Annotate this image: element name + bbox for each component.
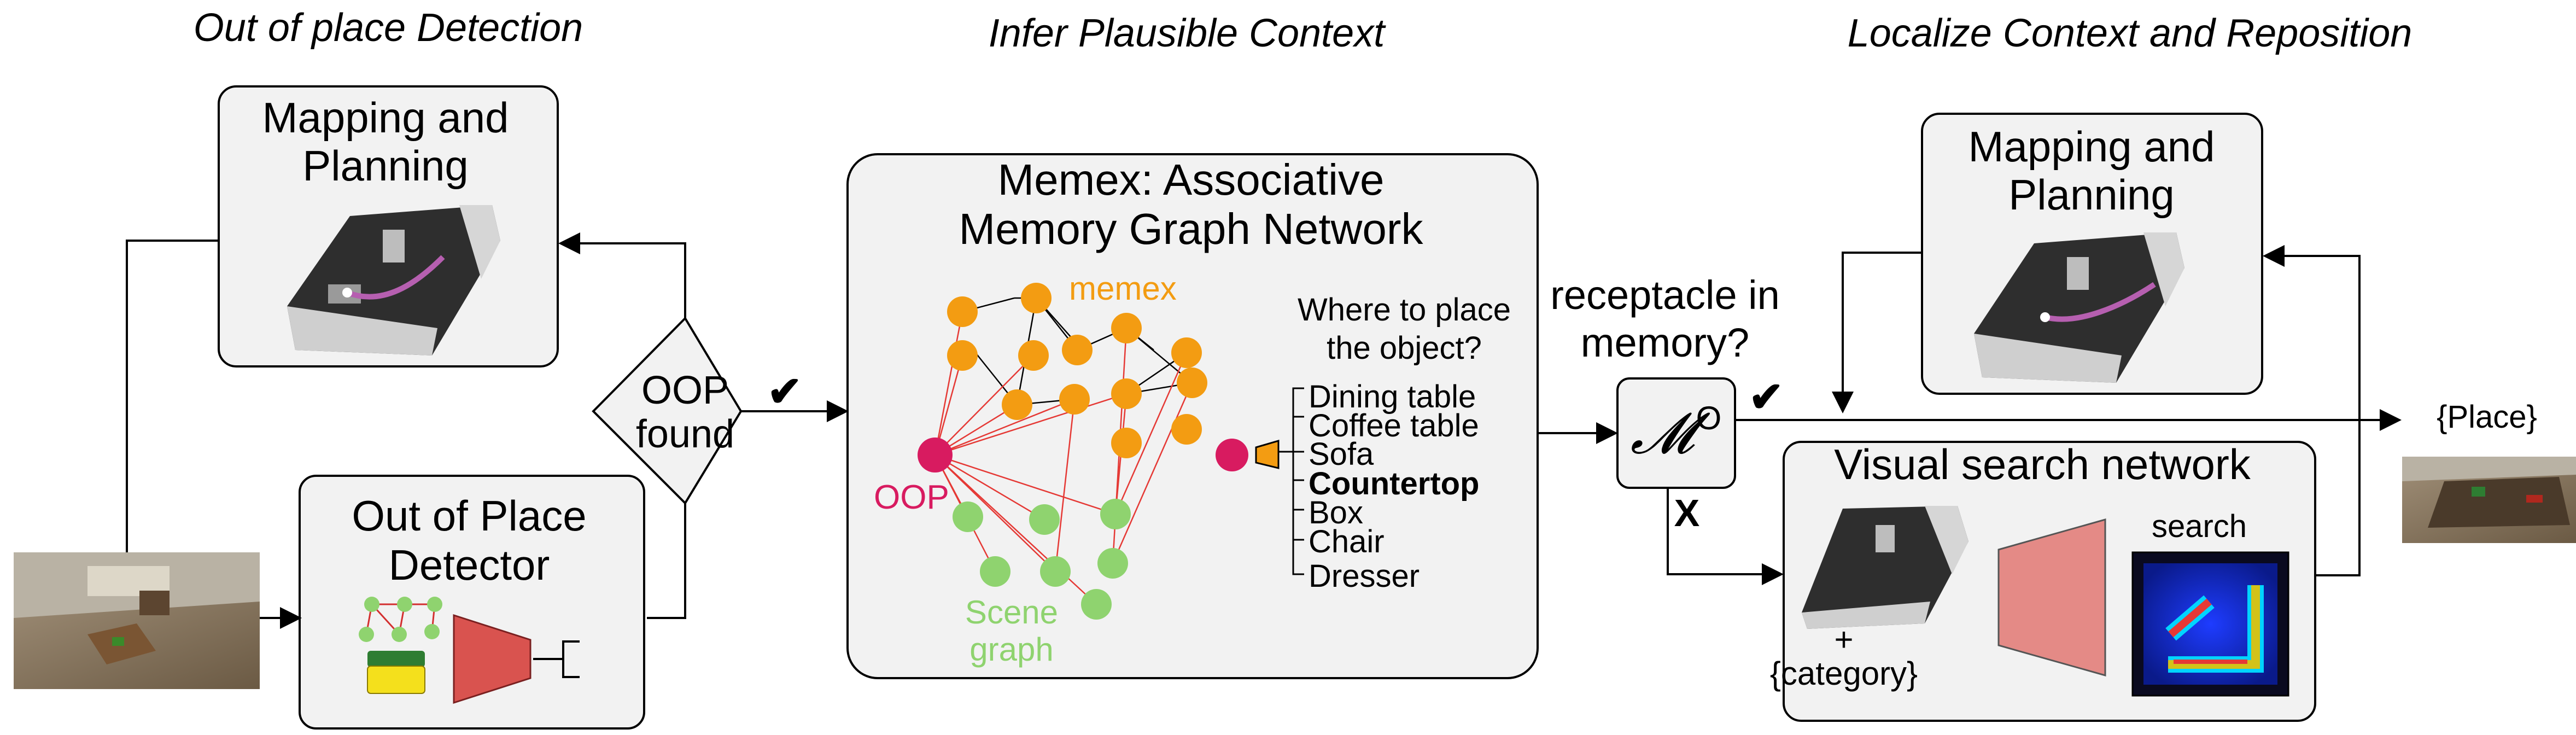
- search-heatmap-label: search: [2152, 509, 2247, 544]
- plus-sign: +: [1834, 621, 1853, 658]
- oop-found-line1: OOP: [641, 369, 729, 412]
- option-sofa: Sofa: [1309, 436, 1374, 472]
- stage-heading-detection: Out of place Detection: [194, 6, 583, 50]
- detector-network-icon: [453, 614, 531, 704]
- memex-label: memex: [1069, 270, 1177, 307]
- options-tree: [1278, 387, 1304, 575]
- memory-yes-check-icon: ✔: [1749, 374, 1784, 421]
- option-coffee-table: Coffee table: [1309, 408, 1479, 444]
- map-render-right: [1974, 232, 2184, 383]
- mapping-left-title-line2: Planning: [302, 142, 469, 190]
- oop-node: [918, 438, 953, 472]
- oop-found-check-icon: ✔: [767, 369, 802, 415]
- memex-nodes-orange: [947, 283, 1207, 458]
- receptacle-question-line1: receptacle in: [1550, 272, 1780, 318]
- scene-graph-nodes: [953, 499, 1131, 620]
- oop-detector-title-line1: Out of Place: [352, 492, 586, 540]
- search-network-icon: [1997, 518, 2106, 676]
- option-box: Box: [1309, 495, 1363, 530]
- mapping-left-title-line1: Mapping and: [262, 94, 509, 142]
- memory-node-superscript: O: [1696, 400, 1722, 436]
- map-render-left: [287, 205, 500, 355]
- stage-heading-localize: Localize Context and Reposition: [1848, 11, 2413, 55]
- mapping-right-title-line2: Planning: [2008, 171, 2175, 219]
- detector-output-bracket: [533, 640, 580, 678]
- memex-title-line1: Memex: Associative: [998, 155, 1385, 204]
- option-countertop: Countertop: [1309, 466, 1480, 501]
- output-scene-image: [2402, 457, 2576, 543]
- mapping-right-title-line1: Mapping and: [1968, 122, 2215, 171]
- query-oop-node: [1216, 439, 1248, 471]
- decoder-icon: [1255, 439, 1280, 469]
- memex-title-line2: Memory Graph Network: [959, 205, 1423, 253]
- search-heatmap: [2131, 551, 2289, 697]
- memex-question-line1: Where to place: [1298, 292, 1511, 328]
- option-chair: Chair: [1309, 524, 1385, 559]
- oop-detector-title-line2: Detector: [389, 541, 550, 589]
- visual-search-title: Visual search network: [1834, 440, 2251, 488]
- output-place-label: {Place}: [2437, 399, 2537, 435]
- memory-no-label: X: [1674, 492, 1700, 534]
- option-dresser: Dresser: [1309, 558, 1420, 594]
- search-map-render: [1802, 506, 1968, 629]
- scene-graph-label-line2: graph: [969, 631, 1053, 668]
- oop-label: OOP: [874, 479, 949, 516]
- detector-mini-nodes: [359, 597, 442, 642]
- option-dining-table: Dining table: [1309, 379, 1476, 415]
- memex-question-line2: the object?: [1327, 330, 1482, 366]
- oop-found-line2: found: [636, 412, 734, 456]
- stage-heading-infer: Infer Plausible Context: [989, 11, 1386, 55]
- input-scene-image: [14, 552, 260, 689]
- scene-graph-label-line1: Scene: [965, 594, 1058, 631]
- connector-lines: [126, 232, 2402, 629]
- sponge-icon: [367, 651, 425, 694]
- category-label: {category}: [1770, 655, 1918, 692]
- receptacle-question-line2: memory?: [1581, 320, 1749, 365]
